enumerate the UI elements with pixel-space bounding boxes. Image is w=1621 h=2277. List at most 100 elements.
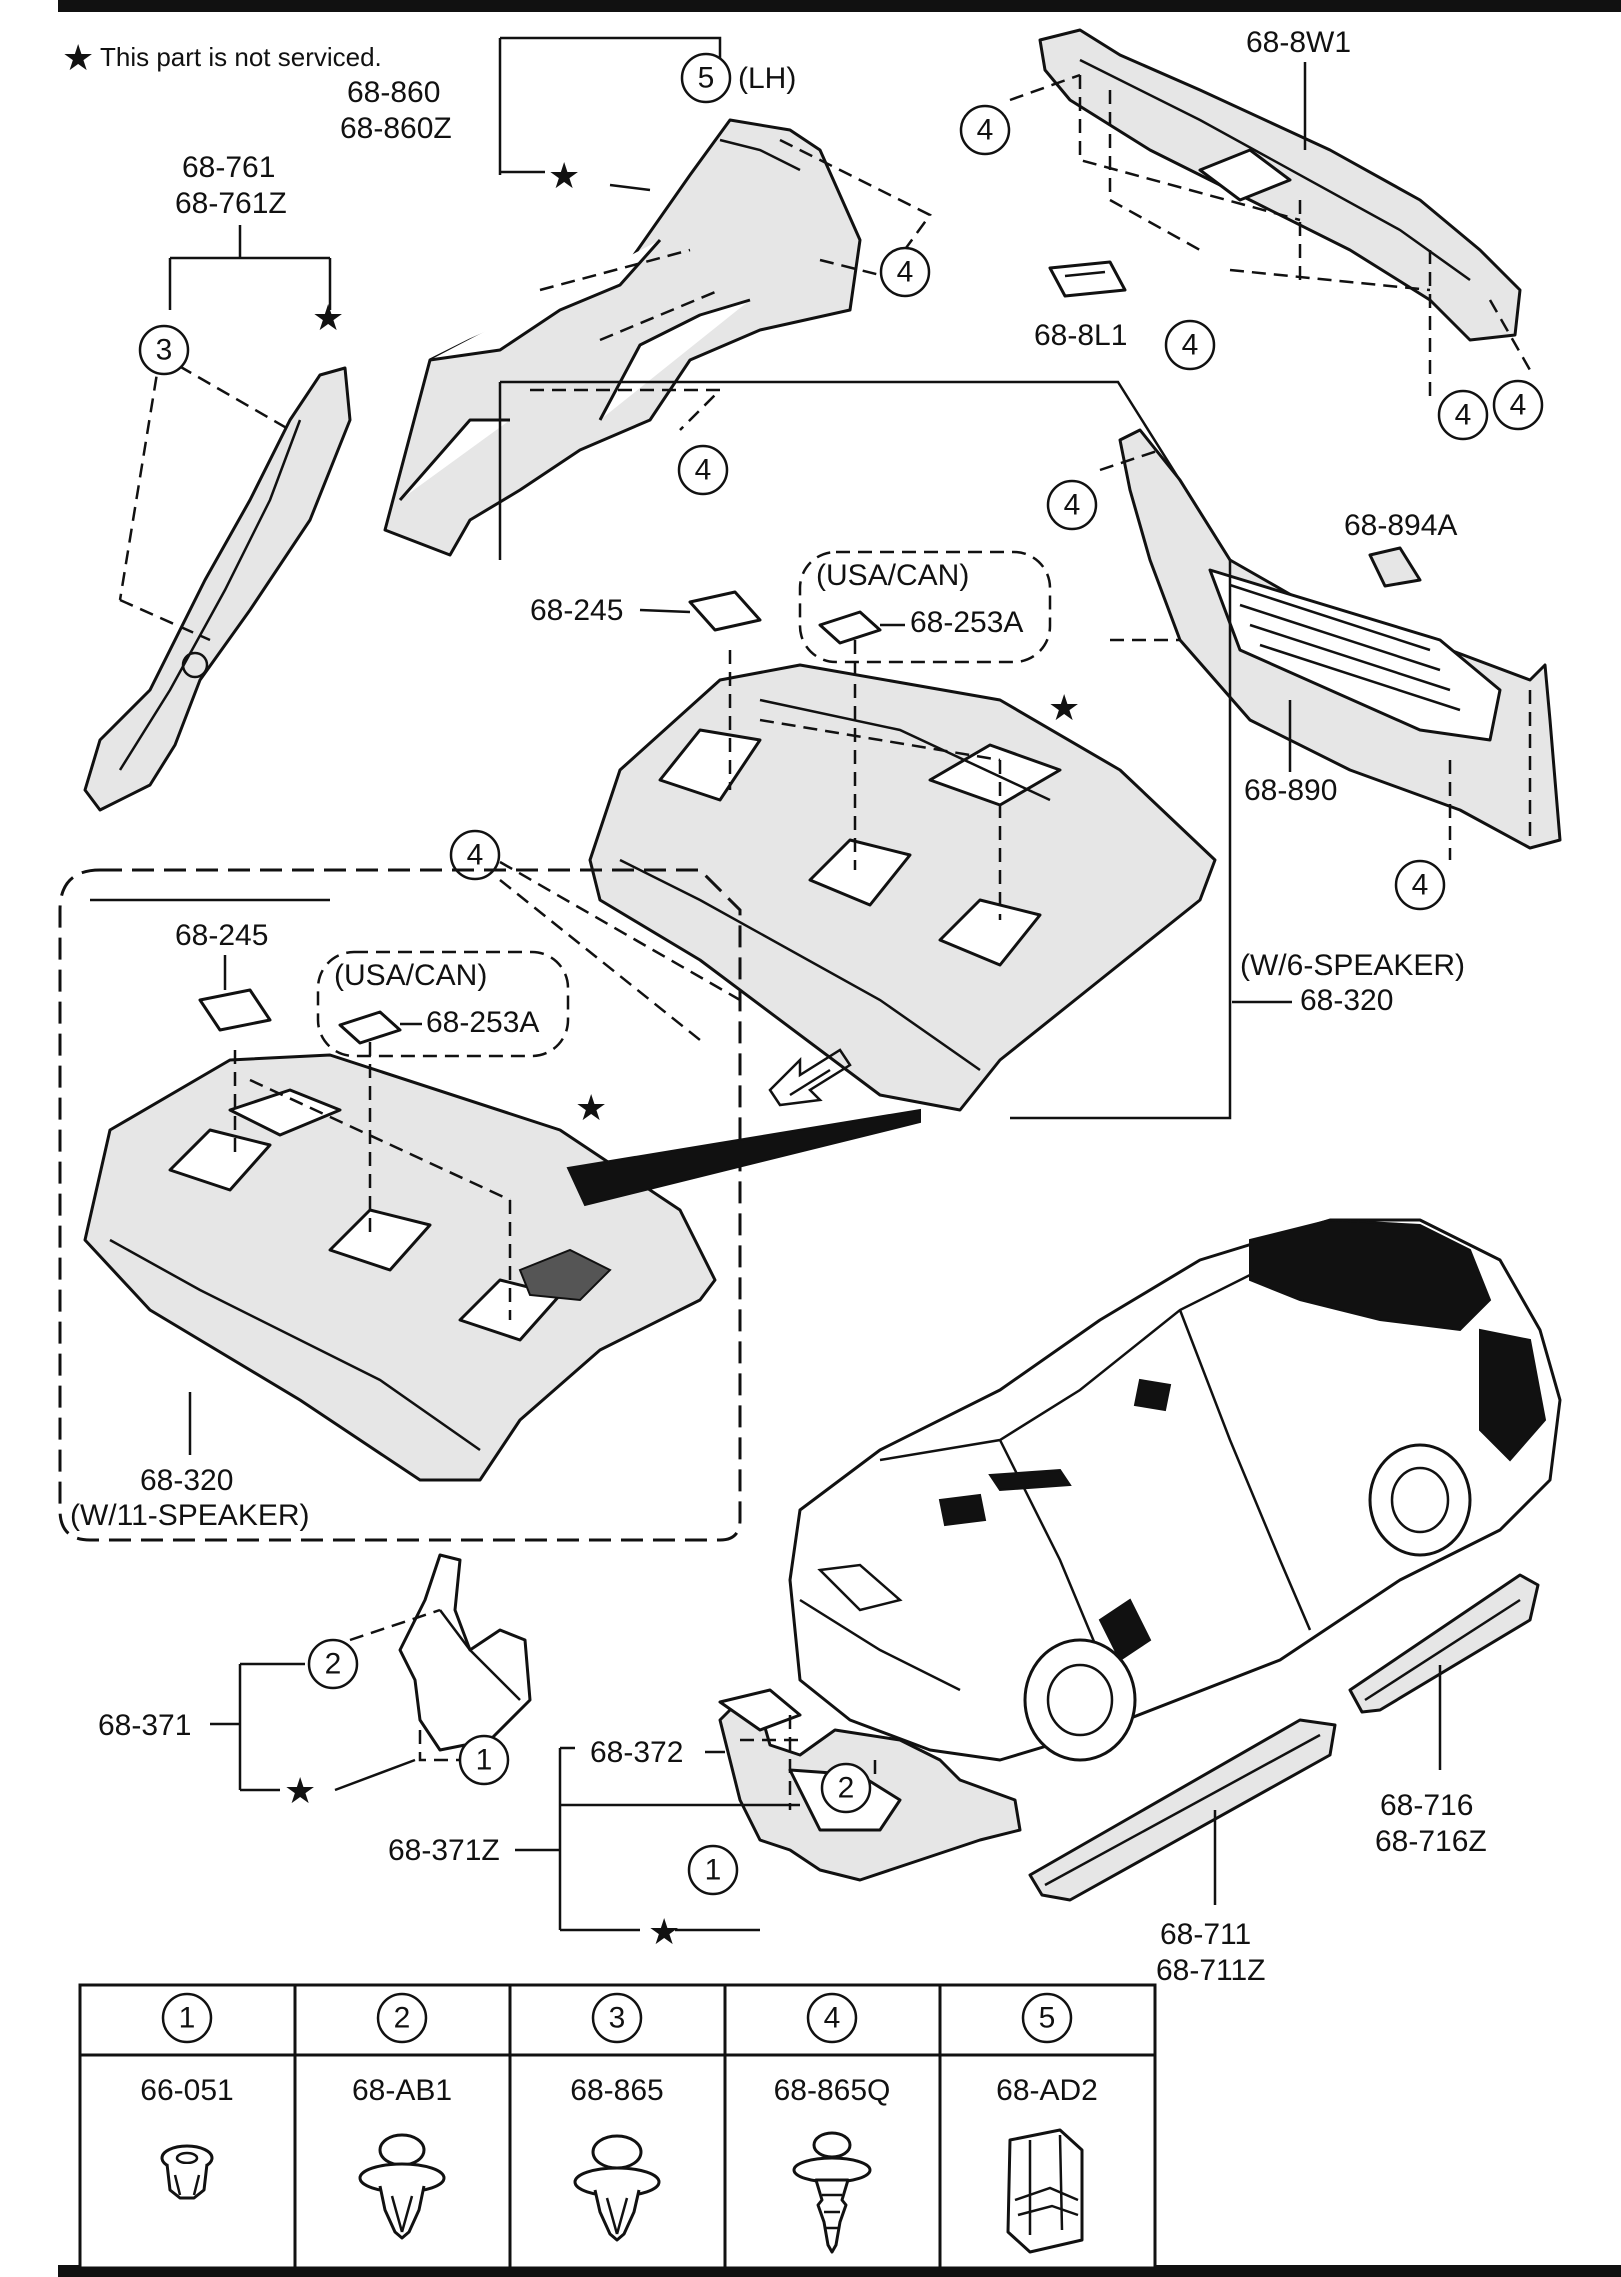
callout-4-end-b: 4 bbox=[1394, 859, 1446, 911]
label-68-711: 68-711 bbox=[1160, 1918, 1251, 1951]
legend-header-3: 3 bbox=[591, 1992, 643, 2044]
label-usa-can-b: (USA/CAN) bbox=[334, 959, 487, 992]
svg-text:5: 5 bbox=[698, 62, 715, 95]
rear-package-tray-6-speaker-box bbox=[498, 380, 1232, 1120]
legend-code-68-865Q: 68-865Q bbox=[774, 2074, 891, 2107]
svg-text:4: 4 bbox=[467, 839, 484, 872]
star-icon: ★ bbox=[548, 155, 580, 196]
label-68-860Z: 68-860Z bbox=[340, 112, 452, 145]
svg-text:3: 3 bbox=[609, 2002, 626, 2035]
leader-68-860 bbox=[498, 36, 722, 192]
star-icon: ★ bbox=[284, 1770, 316, 1811]
top-border bbox=[58, 0, 1621, 12]
label-68-8W1: 68-8W1 bbox=[1246, 26, 1351, 59]
label-68-253A-a: 68-253A bbox=[910, 606, 1023, 639]
spring-nut-fastener-icon bbox=[1006, 2128, 1084, 2254]
svg-text:4: 4 bbox=[897, 256, 914, 289]
push-clip-fastener-icon bbox=[573, 2134, 661, 2242]
label-usa-can-a: (USA/CAN) bbox=[816, 559, 969, 592]
label-68-716Z: 68-716Z bbox=[1375, 1825, 1487, 1858]
callout-4-quarter-a: 4 bbox=[879, 246, 931, 298]
legend-code-68-865: 68-865 bbox=[570, 2074, 663, 2107]
svg-text:2: 2 bbox=[394, 2002, 411, 2035]
leader-68-245-a bbox=[639, 608, 691, 614]
label-68-372: 68-372 bbox=[590, 1736, 683, 1769]
callout-1-side-a: 1 bbox=[458, 1734, 510, 1786]
label-68-8L1: 68-8L1 bbox=[1034, 319, 1127, 352]
svg-text:2: 2 bbox=[838, 1772, 855, 1805]
svg-text:1: 1 bbox=[476, 1744, 493, 1777]
label-68-711Z: 68-711Z bbox=[1156, 1954, 1266, 1987]
star-icon: ★ bbox=[575, 1087, 607, 1128]
callout-2-side-b: 2 bbox=[820, 1762, 872, 1814]
note-text: This part is not serviced. bbox=[100, 42, 382, 72]
svg-text:4: 4 bbox=[1510, 389, 1527, 422]
svg-text:4: 4 bbox=[695, 454, 712, 487]
trunk-end-trim-68-890 bbox=[1099, 428, 1562, 860]
label-68-320-a: 68-320 bbox=[1300, 984, 1393, 1017]
callout-4-quarter-b: 4 bbox=[677, 444, 729, 496]
not-serviced-note: ★ This part is not serviced. bbox=[62, 37, 382, 78]
label-68-320-b: 68-320 bbox=[140, 1464, 233, 1497]
callout-4-trunk-a: 4 bbox=[959, 104, 1011, 156]
fastener-legend-table: 1 2 3 4 5 66-051 68-AB1 68-865 68-865Q 6… bbox=[78, 1983, 1157, 2270]
direction-arrow-icon bbox=[768, 1048, 852, 1107]
legend-header-2: 2 bbox=[376, 1992, 428, 2044]
quarter-trim-68-860 bbox=[383, 118, 932, 557]
callout-4-end-a: 4 bbox=[1046, 479, 1098, 531]
callout-4-shelf: 4 bbox=[449, 829, 501, 881]
svg-text:1: 1 bbox=[705, 1854, 722, 1887]
shelf-dash-lines bbox=[499, 860, 741, 1041]
scuff-plate-68-711 bbox=[1028, 1718, 1337, 1902]
leader-68-371Z bbox=[515, 1746, 800, 1932]
svg-text:1: 1 bbox=[179, 2002, 196, 2035]
legend-header-1: 1 bbox=[161, 1992, 213, 2044]
label-68-371Z: 68-371Z bbox=[388, 1834, 500, 1867]
leader-68-371 bbox=[210, 1662, 416, 1792]
svg-text:4: 4 bbox=[1064, 489, 1081, 522]
label-w11-speaker: (W/11-SPEAKER) bbox=[70, 1499, 310, 1532]
star-icon: ★ bbox=[1048, 687, 1080, 728]
pointer-wedge bbox=[566, 1108, 921, 1207]
pillar-trim-68-761 bbox=[83, 353, 352, 812]
callout-1-side-b: 1 bbox=[687, 1844, 739, 1896]
rear-package-tray-68-320-6sp bbox=[588, 640, 1217, 1112]
legend-header-5: 5 bbox=[1021, 1992, 1073, 2044]
legend-code-66-051: 66-051 bbox=[140, 2074, 233, 2107]
tree-clip-fastener-icon bbox=[792, 2131, 872, 2254]
label-68-761Z: 68-761Z bbox=[175, 187, 287, 220]
label-68-245-b: 68-245 bbox=[175, 919, 268, 952]
trunk-side-trim-68-371 bbox=[349, 1553, 532, 1762]
star-icon: ★ bbox=[312, 297, 344, 338]
label-68-371: 68-371 bbox=[98, 1709, 191, 1742]
trunk-trim-68-8W1 bbox=[1009, 28, 1532, 400]
svg-text:4: 4 bbox=[1455, 399, 1472, 432]
callout-4-trunk-d: 4 bbox=[1492, 379, 1544, 431]
scuff-plate-68-716 bbox=[1348, 1573, 1540, 1714]
callout-4-trunk-b: 4 bbox=[1164, 319, 1216, 371]
label-68-860: 68-860 bbox=[347, 76, 440, 109]
rear-package-tray-11-speaker-box bbox=[58, 868, 742, 1542]
svg-text:5: 5 bbox=[1039, 2002, 1056, 2035]
clip-68-894A bbox=[1368, 546, 1422, 588]
callout-5-quarter: 5 bbox=[680, 52, 732, 104]
usa-can-group-b bbox=[316, 950, 570, 1058]
label-lh: (LH) bbox=[738, 62, 796, 95]
label-w6-speaker: (W/6-SPEAKER) bbox=[1240, 949, 1465, 982]
label-68-890: 68-890 bbox=[1244, 774, 1337, 807]
label-68-245-a: 68-245 bbox=[530, 594, 623, 627]
usa-can-group-a bbox=[798, 550, 1052, 664]
cover-68-245-b bbox=[198, 988, 272, 1032]
svg-text:4: 4 bbox=[824, 2002, 841, 2035]
callout-3-pillar: 3 bbox=[138, 324, 190, 376]
grommet-fastener-icon bbox=[160, 2144, 214, 2200]
svg-text:4: 4 bbox=[977, 114, 994, 147]
svg-text:2: 2 bbox=[325, 1648, 342, 1681]
rear-package-tray-68-320-11sp bbox=[83, 1020, 717, 1482]
svg-text:4: 4 bbox=[1182, 329, 1199, 362]
legend-header-4: 4 bbox=[806, 1992, 858, 2044]
legend-code-68-AD2: 68-AD2 bbox=[996, 2074, 1098, 2107]
label-68-253A-b: 68-253A bbox=[426, 1006, 539, 1039]
clip-68-8L1 bbox=[1048, 260, 1127, 298]
